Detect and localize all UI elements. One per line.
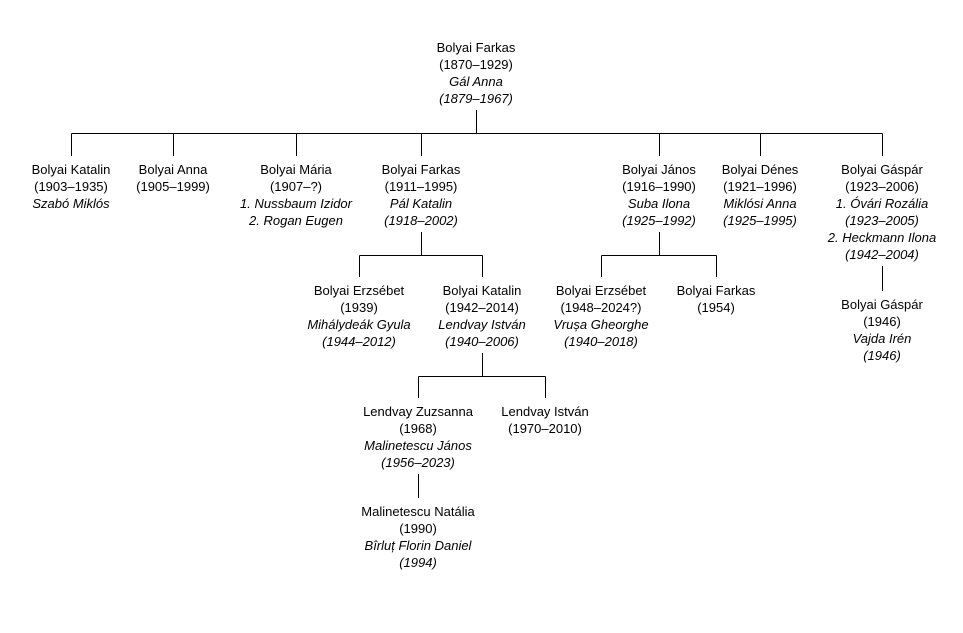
spouse-line: Vrușa Gheorghe — [553, 317, 649, 332]
person-dates: (1921–1996) — [723, 179, 797, 194]
person-bolyai-gaspar-1923: Bolyai Gáspár (1923–2006) 1. Óvári Rozália… — [828, 161, 936, 263]
person-name: Malinetescu Natália — [361, 504, 475, 519]
person-bolyai-farkas-1870: Bolyai Farkas (1870–1929) Gál Anna (1879–19… — [437, 39, 516, 107]
spouse-line: (1942–2004) — [845, 247, 919, 262]
person-name: Bolyai Farkas — [436, 40, 516, 55]
spouse-line: 1. Óvári Rozália — [835, 196, 929, 211]
person-name: Bolyai Gáspár — [841, 297, 923, 312]
person-lendvay-istvan-1970: Lendvay István (1970–2010) — [501, 403, 588, 437]
person-dates: (1954) — [697, 300, 735, 315]
spouse-line: Bîrluț Florin Daniel — [364, 538, 472, 553]
person-name: Bolyai János — [622, 162, 696, 177]
person-name: Lendvay Zuzsanna — [363, 404, 473, 419]
spouse-line: Mihálydeák Gyula — [307, 317, 411, 332]
person-dates: (1990) — [399, 521, 437, 536]
spouse-line: (1918–2002) — [384, 213, 458, 228]
spouse-line: Szabó Miklós — [32, 196, 110, 211]
spouse-line: Malinetescu János — [364, 438, 472, 453]
person-dates: (1948–2024?) — [560, 300, 642, 315]
person-bolyai-maria-1907: Bolyai Mária (1907–?) 1. Nussbaum Izidor 2.… — [240, 161, 352, 229]
person-name: Bolyai Dénes — [721, 162, 799, 177]
person-dates: (1870–1929) — [439, 57, 513, 72]
person-bolyai-erzsebet-1948: Bolyai Erzsébet (1948–2024?) Vrușa Gheorgh… — [553, 282, 648, 350]
person-name: Lendvay István — [501, 404, 589, 419]
person-dates: (1923–2006) — [845, 179, 919, 194]
person-name: Bolyai Mária — [260, 162, 332, 177]
person-dates: (1968) — [399, 421, 437, 436]
person-dates: (1942–2014) — [445, 300, 519, 315]
person-bolyai-farkas-1954: Bolyai Farkas (1954) — [677, 282, 756, 316]
spouse-line: Suba Ilona — [627, 196, 691, 211]
person-bolyai-katalin-1903: Bolyai Katalin (1903–1935) Szabó Miklós — [32, 161, 111, 212]
person-malinetescu-natalia-1990: Malinetescu Natália (1990) Bîrluț Florin D… — [361, 503, 474, 571]
spouse-line: Miklósi Anna — [723, 196, 797, 211]
spouse-line: Gál Anna — [449, 74, 503, 89]
person-name: Bolyai Erzsébet — [555, 283, 647, 298]
spouse-line: 1. Nussbaum Izidor — [240, 196, 352, 211]
person-dates: (1916–1990) — [622, 179, 696, 194]
person-dates: (1911–1995) — [384, 179, 458, 194]
spouse-line: Vajda Irén — [852, 331, 912, 346]
spouse-line: 2. Rogan Eugen — [249, 213, 343, 228]
person-bolyai-janos-1916: Bolyai János (1916–1990) Suba Ilona (1925–1… — [622, 161, 696, 229]
person-name: Bolyai Katalin — [442, 283, 522, 298]
person-name: Bolyai Erzsébet — [313, 283, 405, 298]
person-bolyai-erzsebet-1939: Bolyai Erzsébet (1939) Mihálydeák Gyula (19… — [307, 282, 410, 350]
spouse-line: (1879–1967) — [439, 91, 513, 106]
spouse-line: (1944–2012) — [322, 334, 396, 349]
spouse-line: 2. Heckmann Ilona — [827, 230, 937, 245]
spouse-line: Pál Katalin — [389, 196, 453, 211]
person-dates: (1905–1999) — [136, 179, 210, 194]
spouse-line: (1956–2023) — [381, 455, 455, 470]
person-dates: (1946) — [863, 314, 901, 329]
spouse-line: (1923–2005) — [845, 213, 919, 228]
person-dates: (1907–?) — [269, 179, 323, 194]
person-bolyai-denes-1921: Bolyai Dénes (1921–1996) Miklósi Anna (1925… — [722, 161, 799, 229]
person-bolyai-katalin-1942: Bolyai Katalin (1942–2014) Lendvay István (… — [438, 282, 525, 350]
person-name: Bolyai Farkas — [676, 283, 756, 298]
person-name: Bolyai Gáspár — [841, 162, 923, 177]
spouse-line: (1994) — [399, 555, 437, 570]
spouse-line: (1946) — [863, 348, 901, 363]
spouse-line: (1940–2006) — [445, 334, 519, 349]
person-name: Bolyai Farkas — [381, 162, 461, 177]
spouse-line: (1940–2018) — [564, 334, 638, 349]
person-bolyai-gaspar-1946: Bolyai Gáspár (1946) Vajda Irén (1946) — [841, 296, 923, 364]
spouse-line: Lendvay István — [438, 317, 526, 332]
spouse-line: (1925–1995) — [723, 213, 797, 228]
person-dates: (1903–1935) — [34, 179, 108, 194]
person-lendvay-zuzsanna-1968: Lendvay Zuzsanna (1968) Malinetescu János (… — [363, 403, 473, 471]
person-dates: (1939) — [340, 300, 378, 315]
person-bolyai-anna-1905: Bolyai Anna (1905–1999) — [136, 161, 210, 195]
person-bolyai-farkas-1911: Bolyai Farkas (1911–1995) Pál Katalin (1918… — [382, 161, 461, 229]
person-dates: (1970–2010) — [508, 421, 582, 436]
spouse-line: (1925–1992) — [622, 213, 696, 228]
person-name: Bolyai Katalin — [31, 162, 111, 177]
person-name: Bolyai Anna — [138, 162, 208, 177]
